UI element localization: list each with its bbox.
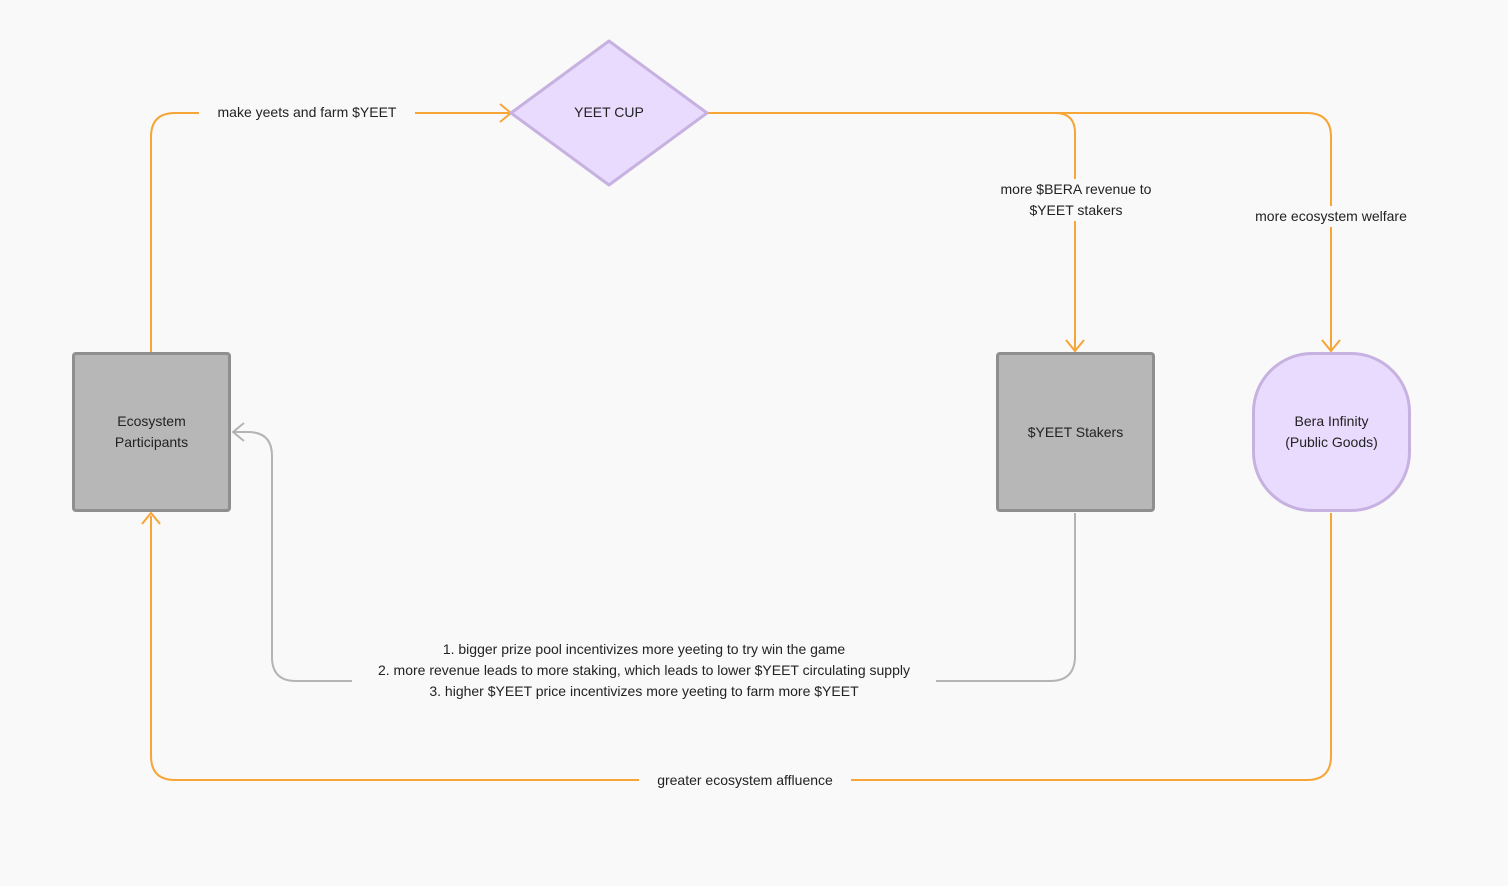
arrowhead-participants-side: [231, 422, 245, 442]
edge-stakers-to-participants: [234, 431, 1076, 682]
feedback-notes: 1. bigger prize pool incentivizes more y…: [352, 639, 936, 702]
edge-label-welfare: more ecosystem welfare: [1241, 206, 1421, 227]
bera-infinity-node: Bera Infinity (Public Goods): [1252, 352, 1411, 512]
yeet-cup-label: YEET CUP: [574, 104, 644, 120]
edge-label-make-yeets: make yeets and farm $YEET: [199, 102, 415, 123]
edge-yeet-cup-to-stakers: [708, 112, 1076, 350]
note-line-1: 1. bigger prize pool incentivizes more y…: [442, 641, 846, 657]
yeet-stakers-node: $YEET Stakers: [996, 352, 1155, 512]
ecosystem-participants-label: Ecosystem Participants: [114, 413, 189, 450]
edge-yeet-cup-to-bera: [1055, 112, 1332, 350]
edge-label-bera-revenue: more $BERA revenue to $YEET stakers: [985, 179, 1167, 221]
ecosystem-participants-node: Ecosystem Participants: [72, 352, 231, 512]
arrowhead-stakers: [1065, 339, 1085, 353]
yeet-cup-diamond: [509, 39, 709, 187]
arrowhead-bera: [1321, 339, 1341, 353]
bera-infinity-label: Bera Infinity (Public Goods): [1285, 413, 1378, 450]
arrowhead-participants-bottom: [141, 511, 161, 525]
note-line-2: 2. more revenue leads to more staking, w…: [377, 662, 910, 678]
yeet-stakers-label: $YEET Stakers: [1027, 423, 1124, 440]
edge-label-affluence: greater ecosystem affluence: [639, 770, 851, 791]
edge-participants-to-yeet-cup: [150, 112, 510, 352]
note-line-3: 3. higher $YEET price incentivizes more …: [429, 683, 859, 699]
